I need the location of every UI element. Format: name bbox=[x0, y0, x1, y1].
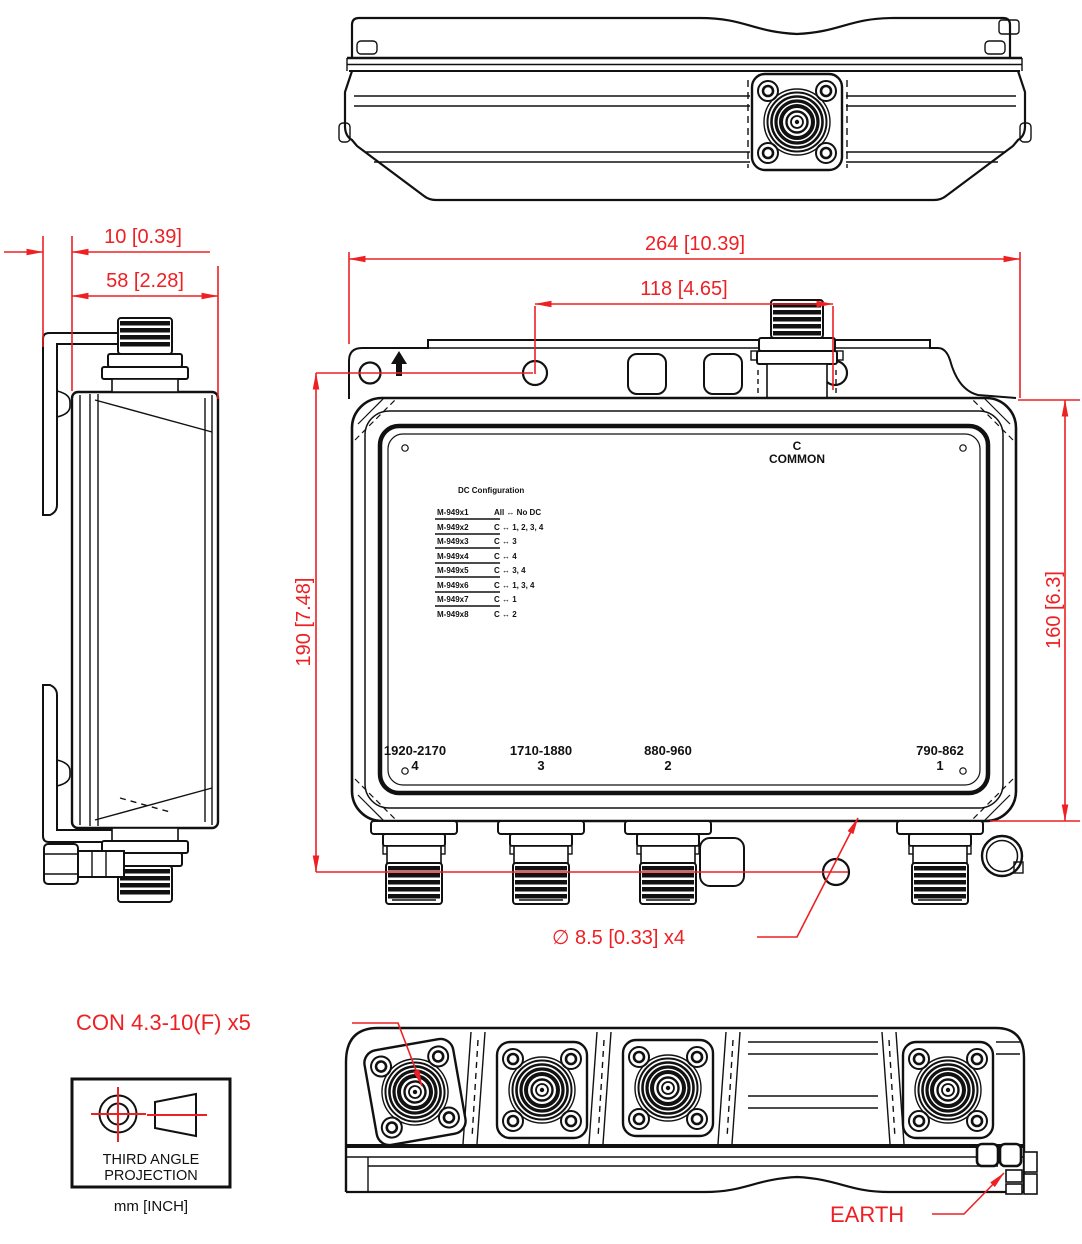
mounting-bracket-bottom bbox=[42, 684, 131, 843]
dim-58-text: 58 [2.28] bbox=[106, 270, 184, 292]
units-label: mm [INCH] bbox=[114, 1198, 188, 1215]
common-connector-front bbox=[750, 299, 844, 399]
bracket-slot-1 bbox=[627, 353, 667, 395]
port-2-connector bbox=[624, 820, 712, 905]
earth-callout-leader bbox=[932, 1172, 1005, 1215]
orientation-up-arrow-icon bbox=[391, 351, 407, 376]
port-1-connector bbox=[896, 820, 984, 905]
port1-freq-label: 790-862 bbox=[916, 743, 964, 758]
dc-table-title: DC Configuration bbox=[458, 486, 524, 495]
dc-row-config: All ↔ No DC bbox=[494, 508, 541, 517]
connector-callout-leader bbox=[352, 1022, 423, 1087]
dim-160-text: 160 [6.3] bbox=[1043, 571, 1065, 649]
port4-freq-label: 1920-2170 bbox=[384, 743, 446, 758]
bottom-view-connector-3 bbox=[495, 1040, 589, 1140]
common-label-c: C bbox=[793, 439, 802, 453]
earth-callout-text: EARTH bbox=[830, 1202, 904, 1227]
dim-10-text: 10 [0.39] bbox=[104, 226, 182, 248]
connector-callout-text: CON 4.3-10(F) x5 bbox=[76, 1010, 251, 1035]
dc-row-model: M-949x3 bbox=[437, 537, 469, 546]
bracket-slot-2 bbox=[703, 353, 743, 395]
view-side bbox=[42, 317, 220, 903]
bottom-view-connector-4 bbox=[360, 1034, 470, 1150]
dc-row-model: M-949x2 bbox=[437, 523, 469, 532]
earth-stud bbox=[975, 1142, 1038, 1195]
dc-row-config: C ↔ 1 bbox=[494, 595, 517, 604]
bottom-view-connector-1 bbox=[901, 1040, 995, 1140]
side-connector-top bbox=[101, 317, 189, 393]
view-front: C COMMON 1920-2170 4 1710-1880 3 880-960… bbox=[348, 299, 1024, 905]
common-label-common: COMMON bbox=[769, 452, 825, 466]
dc-row-config: C ↔ 2 bbox=[494, 610, 517, 619]
bottom-slot bbox=[699, 837, 745, 887]
port4-num-label: 4 bbox=[411, 758, 419, 773]
dc-row-config: C ↔ 3, 4 bbox=[494, 566, 526, 575]
dc-row-config: C ↔ 4 bbox=[494, 552, 517, 561]
port1-num-label: 1 bbox=[936, 758, 943, 773]
dc-row-model: M-949x5 bbox=[437, 566, 469, 575]
projection-label-line1: THIRD ANGLE bbox=[103, 1152, 200, 1168]
dc-row-model: M-949x6 bbox=[437, 581, 469, 590]
dc-configuration-table: DC Configuration M-949x1 All ↔ No DC M-9… bbox=[435, 486, 544, 619]
port2-num-label: 2 bbox=[664, 758, 671, 773]
earth-stud-side bbox=[43, 843, 125, 885]
dc-row-model: M-949x4 bbox=[437, 552, 469, 561]
projection-symbol: THIRD ANGLE PROJECTION mm [INCH] bbox=[70, 1077, 232, 1215]
hole-callout-text: ∅ 8.5 [0.33] x4 bbox=[552, 927, 685, 949]
earth-boss-front bbox=[980, 834, 1024, 878]
dc-row-config: C ↔ 1, 3, 4 bbox=[494, 581, 535, 590]
dimension-annotations bbox=[4, 236, 1080, 1215]
dc-row-config: C ↔ 3 bbox=[494, 537, 517, 546]
view-top bbox=[338, 16, 1032, 202]
dim-118-text: 118 [4.65] bbox=[640, 278, 727, 300]
port2-freq-label: 880-960 bbox=[644, 743, 692, 758]
bottom-view-connector-2 bbox=[621, 1038, 715, 1138]
dim-190-text: 190 [7.48] bbox=[293, 578, 315, 667]
port-3-connector bbox=[497, 820, 585, 905]
common-connector-top-view bbox=[750, 72, 844, 172]
hole-callout-leader bbox=[757, 817, 859, 938]
projection-label-line2: PROJECTION bbox=[104, 1168, 197, 1184]
dc-row-model: M-949x1 bbox=[437, 508, 469, 517]
port3-freq-label: 1710-1880 bbox=[510, 743, 572, 758]
dc-row-model: M-949x8 bbox=[437, 610, 469, 619]
port-4-connector bbox=[370, 820, 458, 905]
top-mounting-flange bbox=[348, 339, 1017, 399]
view-bottom bbox=[344, 1026, 1038, 1195]
port3-num-label: 3 bbox=[537, 758, 544, 773]
dc-row-model: M-949x7 bbox=[437, 595, 469, 604]
dc-row-config: C ↔ 1, 2, 3, 4 bbox=[494, 523, 544, 532]
dim-264-text: 264 [10.39] bbox=[645, 233, 745, 255]
